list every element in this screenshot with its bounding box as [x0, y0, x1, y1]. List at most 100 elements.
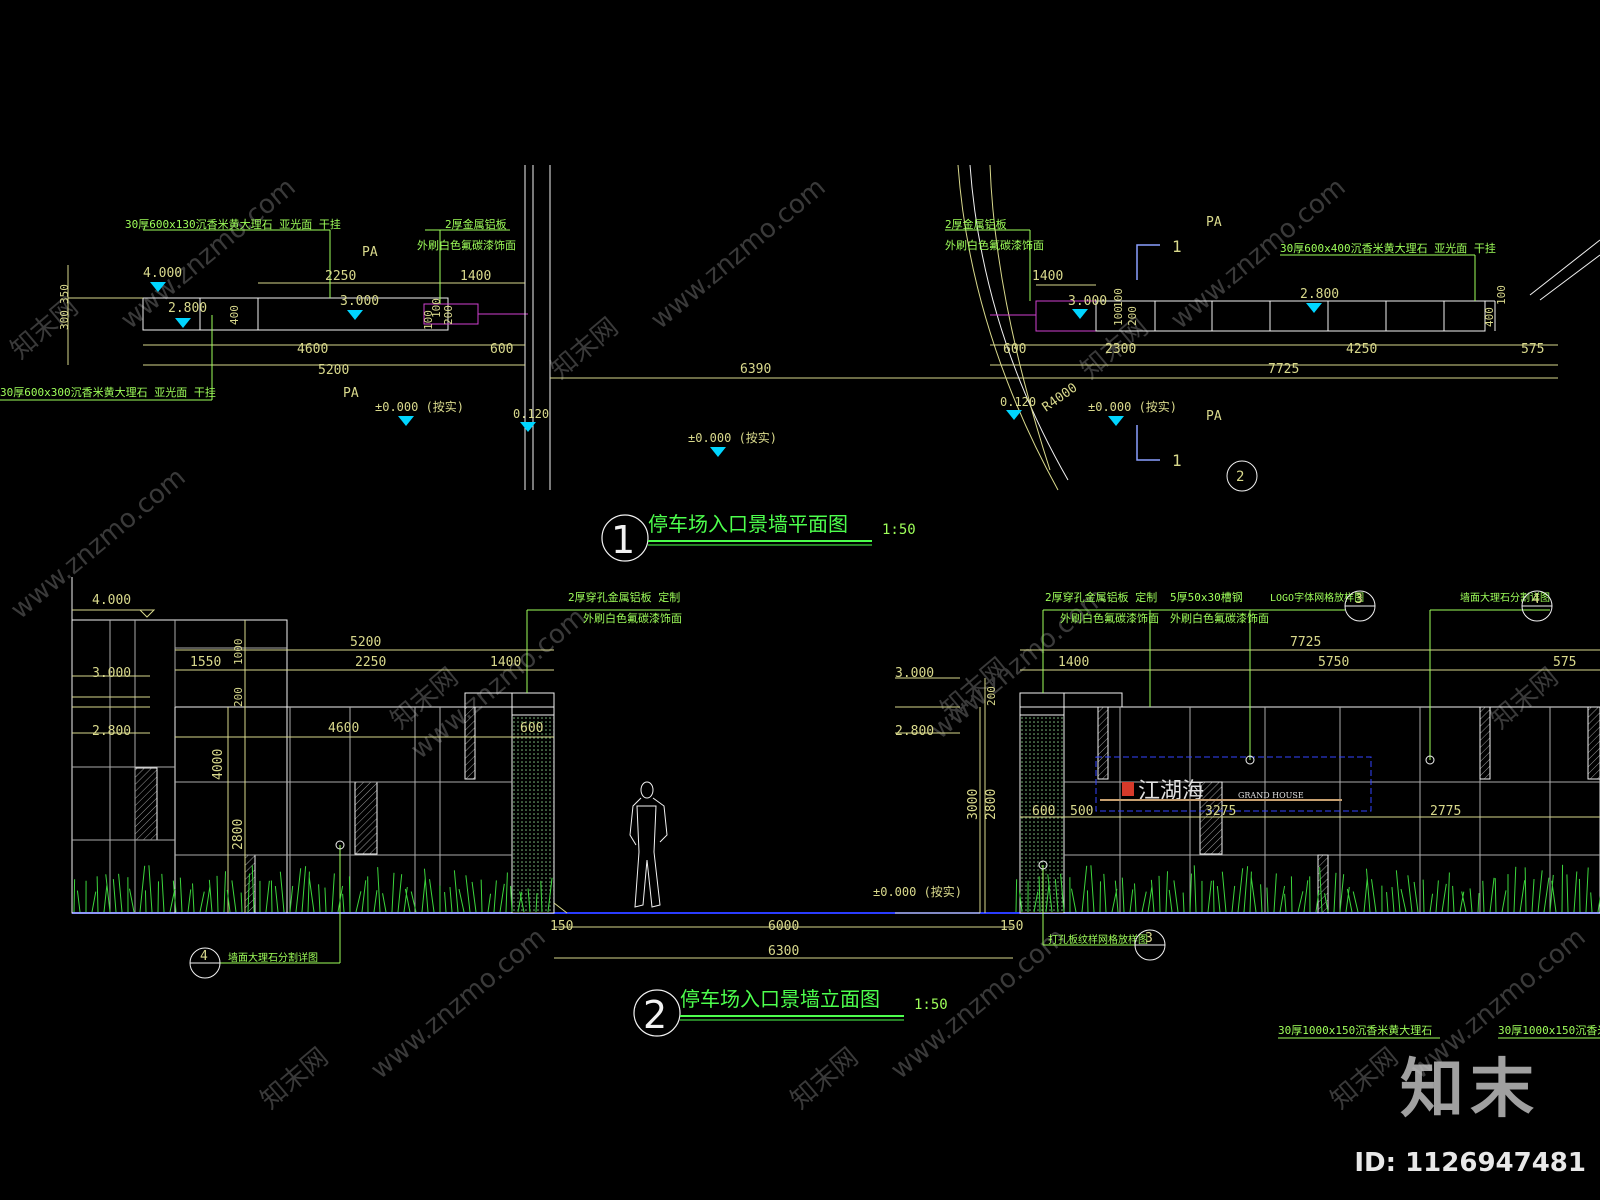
elevation-scale: 1:50 — [914, 997, 948, 1013]
dim-100b-right: 100 — [1112, 288, 1125, 308]
elev-note-bottom-2: 30厚1000x150沉香米 — [1498, 1024, 1600, 1037]
level-marker — [1108, 416, 1124, 426]
elev-dim-2800: 2800 — [231, 819, 246, 850]
elev-dim-1550: 1550 — [190, 655, 221, 670]
level-marker — [710, 447, 726, 457]
dim-575: 575 — [1521, 342, 1544, 357]
elev-dim-150-left: 150 — [550, 919, 573, 934]
level-marker — [1306, 303, 1322, 313]
plan-note-marble-top: 30厚600x130沉香米黄大理石 亚光面 干挂 — [125, 217, 341, 231]
dim-600: 600 — [490, 342, 513, 357]
dim-100c-right: 100 — [1495, 285, 1508, 305]
elev-level-4000: 4.000 — [92, 593, 131, 608]
pa-label: PA — [362, 245, 378, 260]
elev-dim-150-right: 150 — [1000, 919, 1023, 934]
elev-dim-5750: 5750 — [1318, 655, 1349, 670]
elev-dim-575-right: 575 — [1553, 655, 1576, 670]
elev-note-marble-num: 4 — [1532, 592, 1540, 607]
level-ground: ±0.000 (按实) — [375, 399, 464, 414]
level-marker — [150, 282, 166, 292]
elevation-view: 4.000 3.000 2.800 5200 1550 2250 1400 46… — [71, 577, 1600, 1039]
elev-right-texts: 2厚穿孔金属铝板 定制 外刷白色氟碳漆饰面 5厚50x30槽钢 外刷白色氟碳漆饰… — [1032, 590, 1600, 1039]
watermark-brand: 知末网 — [5, 292, 84, 365]
dim-6390: 6390 — [740, 362, 771, 377]
elev-note-paint: 外刷白色氟碳漆饰面 — [583, 611, 682, 625]
radius-label: R4000 — [1040, 381, 1081, 416]
watermark-brand: 知末网 — [545, 312, 624, 385]
elev-note-perforated: 2厚穿孔金属铝板 定制 — [568, 590, 680, 604]
elev-callout-bottom: 打孔板纹样网格放样图 — [1048, 933, 1148, 946]
watermark-brand: 知末网 — [785, 1042, 864, 1115]
plan-title: 停车场入口景墙平面图 — [648, 512, 848, 536]
level-2800: 2.800 — [168, 301, 207, 316]
level-0120: 0.120 — [513, 407, 549, 421]
elev-dim-3000: 3000 — [966, 789, 981, 820]
watermark-brand: 知末网 — [255, 1042, 334, 1115]
dim-100: 100 — [422, 310, 435, 330]
dim-350: 350 — [58, 284, 71, 304]
elev-dim-500: 500 — [1070, 804, 1093, 819]
watermark-brand: 知末网 — [1325, 1042, 1404, 1115]
elev-dim-1000: 1000 — [232, 639, 245, 666]
logo-en: GRAND HOUSE — [1238, 791, 1304, 800]
elev-dim-200-center: 200 — [985, 686, 998, 706]
plan-ref-num: 2 — [1236, 469, 1244, 485]
section-mark-bottom: 1 — [1172, 451, 1182, 470]
dim-1400: 1400 — [460, 269, 491, 284]
watermark-logo: 知末 — [1400, 1053, 1540, 1127]
level-4000: 4.000 — [143, 266, 182, 281]
plan-left-dimtexts: 2250 1400 4600 600 5200 300 350 400 100 … — [58, 245, 771, 401]
elevation-title-num: 2 — [643, 993, 667, 1037]
level-marker — [347, 310, 363, 320]
elev-note-paint-right: 外刷白色氟碳漆饰面 — [1060, 611, 1159, 625]
elev-dim-2775: 2775 — [1430, 804, 1461, 819]
elev-left-texts: 4.000 3.000 2.800 5200 1550 2250 1400 46… — [92, 590, 682, 979]
elev-dim-600: 600 — [520, 721, 543, 736]
plan-view: 30厚600x130沉香米黄大理石 亚光面 干挂 2厚金属铝板 外刷白色氟碳漆饰… — [0, 164, 1600, 562]
elev-callout-num: 4 — [200, 949, 208, 964]
level-marker — [520, 422, 536, 432]
elev-dim-4000: 4000 — [211, 749, 226, 780]
plan-note-metal-2-right: 外刷白色氟碳漆饰面 — [945, 238, 1044, 252]
elevation-title-block: 2 停车场入口景墙立面图 1:50 — [633, 987, 948, 1037]
scale-figure — [629, 781, 668, 908]
elev-dim-6000: 6000 — [768, 919, 799, 934]
dim-200-right: 200 — [1126, 306, 1139, 326]
watermark-text: www.znzmo.com — [365, 922, 551, 1085]
elev-level-2800: 2.800 — [92, 724, 131, 739]
watermark-brand: 知末网 — [1485, 662, 1564, 735]
elev-note-bottom-1: 30厚1000x150沉香米黄大理石 — [1278, 1023, 1432, 1037]
level-marker — [1072, 309, 1088, 319]
plan-left-dims — [0, 229, 1558, 401]
elev-left-wall — [71, 577, 555, 914]
plan-section-marks — [1136, 244, 1160, 461]
plan-scale: 1:50 — [882, 522, 916, 538]
elev-dim-7725: 7725 — [1290, 635, 1321, 650]
elev-dim-2800-center: 2800 — [984, 789, 999, 820]
elev-dim-1400: 1400 — [490, 655, 521, 670]
plan-note-marble-right: 30厚600x400沉香米黄大理石 亚光面 干挂 — [1280, 241, 1496, 255]
plan-title-num: 1 — [611, 518, 635, 562]
elev-left-dims — [72, 609, 670, 964]
logo-panel: 江湖海 GRAND HOUSE — [1095, 756, 1372, 812]
dim-4250: 4250 — [1346, 342, 1377, 357]
dim-100b: 100 — [430, 298, 443, 318]
elev-dim-6300: 6300 — [768, 944, 799, 959]
elev-right-dims — [1020, 609, 1600, 946]
plan-right-texts: 2厚金属铝板 外刷白色氟碳漆饰面 30厚600x400沉香米黄大理石 亚光面 干… — [945, 215, 1544, 492]
elev-c-level-3000: 3.000 — [895, 666, 934, 681]
level-marker — [175, 318, 191, 328]
level-2800-right: 2.800 — [1300, 287, 1339, 302]
elev-callout-text: 墙面大理石分割详图 — [228, 951, 318, 964]
plan-note-metal-1-right: 2厚金属铝板 — [945, 217, 1007, 231]
dim-4600: 4600 — [297, 342, 328, 357]
pa-label: PA — [343, 386, 359, 401]
dim-1400-right: 1400 — [1032, 269, 1063, 284]
elev-dim-1400-right: 1400 — [1058, 655, 1089, 670]
dim-200: 200 — [442, 305, 455, 325]
plan-left-levels: 4.000 2.800 3.000 ±0.000 (按实) 0.120 ±0.0… — [143, 266, 777, 457]
elev-dim-5200: 5200 — [350, 635, 381, 650]
level-ground-right: ±0.000 (按实) — [1088, 399, 1177, 414]
level-0120-right: 0.120 — [1000, 395, 1036, 409]
